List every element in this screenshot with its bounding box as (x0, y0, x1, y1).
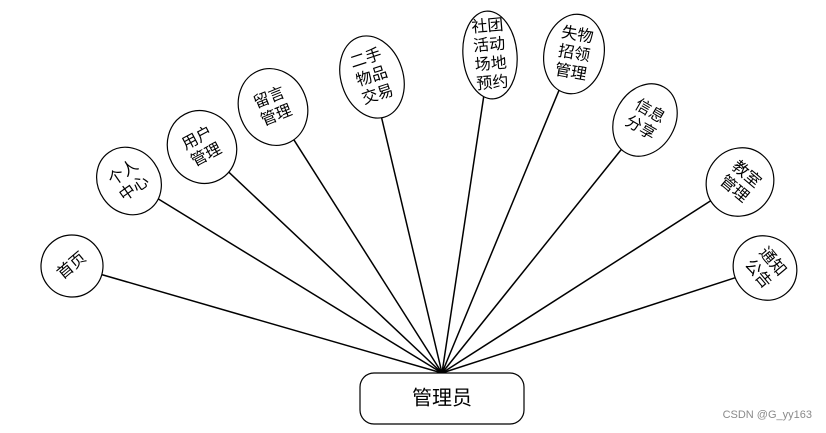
watermark: CSDN @G_yy163 (722, 409, 812, 421)
connector-line (293, 139, 443, 374)
function-node: 首页 (40, 234, 104, 298)
connector-line (441, 200, 712, 374)
function-node-label: 预约 (476, 72, 510, 94)
function-node-ellipse (732, 235, 798, 301)
function-nodes: 首页个人中心用户管理留言管理二手物品交易社团活动场地预约失物招领管理信息分享教室… (40, 10, 798, 301)
function-node-label: 活动 (472, 34, 506, 56)
connector-line (441, 90, 560, 374)
root-node-label: 管理员 (412, 386, 472, 410)
root-node-box (359, 372, 525, 425)
connector-line (441, 148, 622, 374)
function-node-ellipse (40, 234, 104, 298)
root-node: 管理员 (359, 372, 525, 425)
connector-line (101, 273, 443, 374)
connector-line (380, 117, 443, 374)
function-node-label: 场地 (474, 53, 508, 75)
connector-line (441, 276, 736, 374)
connector-line (441, 96, 485, 374)
function-node-ellipse (462, 10, 518, 100)
function-node-ellipse (166, 110, 238, 184)
function-node-ellipse (705, 147, 775, 217)
connector-line (228, 171, 443, 374)
function-node-ellipse (612, 83, 678, 157)
connector-lines (101, 90, 736, 374)
function-node-ellipse (237, 68, 309, 146)
connector-line (157, 198, 443, 374)
function-node-ellipse (543, 13, 605, 95)
function-node-label: 社团 (471, 15, 505, 37)
function-node-ellipse (96, 146, 162, 216)
